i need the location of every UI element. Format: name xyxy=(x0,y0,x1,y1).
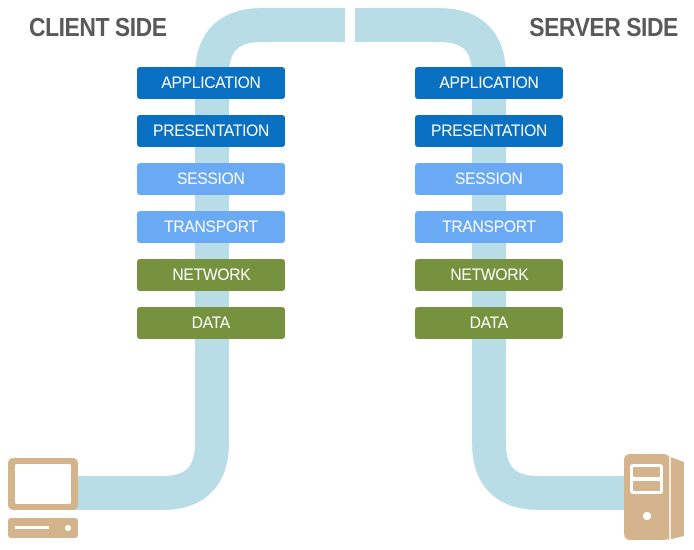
server-layer-presentation: PRESENTATION xyxy=(415,115,563,147)
client-layer-network: NETWORK xyxy=(137,259,285,291)
client-layer-presentation: PRESENTATION xyxy=(137,115,285,147)
server-layer-network: NETWORK xyxy=(415,259,563,291)
server-side-title: SERVER SIDE xyxy=(529,12,678,42)
server-layer-application: APPLICATION xyxy=(415,67,563,99)
server-osi-stack: APPLICATION PRESENTATION SESSION TRANSPO… xyxy=(415,67,563,355)
client-layer-application: APPLICATION xyxy=(137,67,285,99)
desktop-computer-icon xyxy=(8,458,78,538)
server-layer-session: SESSION xyxy=(415,163,563,195)
server-layer-data: DATA xyxy=(415,307,563,339)
client-layer-data: DATA xyxy=(137,307,285,339)
client-layer-transport: TRANSPORT xyxy=(137,211,285,243)
server-tower-icon xyxy=(624,454,684,540)
client-layer-session: SESSION xyxy=(137,163,285,195)
client-osi-stack: APPLICATION PRESENTATION SESSION TRANSPO… xyxy=(137,67,285,355)
server-layer-transport: TRANSPORT xyxy=(415,211,563,243)
client-side-title: CLIENT SIDE xyxy=(29,12,167,42)
